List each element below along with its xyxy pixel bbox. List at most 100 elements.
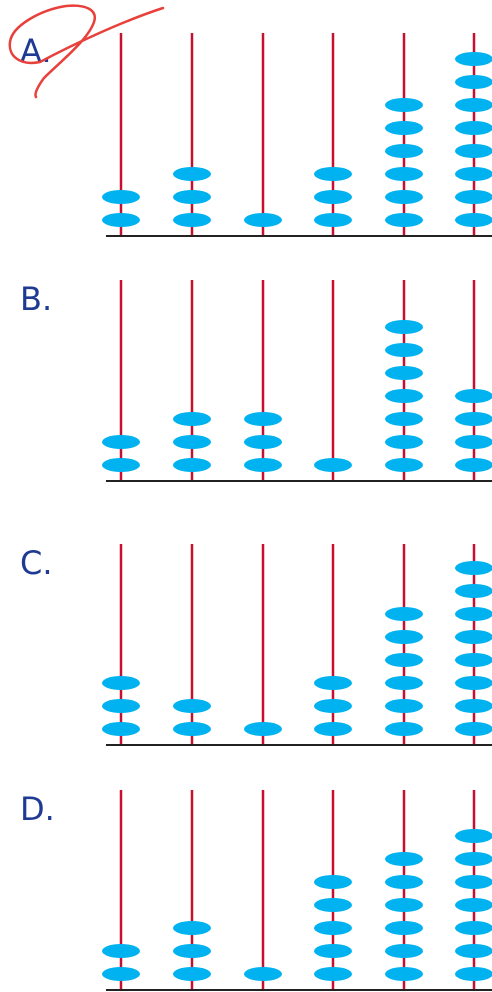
option-b-rod-5-bead <box>385 412 423 426</box>
option-c-rod-3-bead <box>244 722 282 736</box>
option-b-label: B. <box>20 280 52 318</box>
option-d-rod-2-bead <box>173 944 211 958</box>
option-b-rod-2-bead <box>173 435 211 449</box>
option-c-rod-5-bead <box>385 653 423 667</box>
option-c-rod-4-bead <box>314 676 352 690</box>
option-d-rod-5-bead <box>385 898 423 912</box>
option-c-rod-2-bead <box>173 699 211 713</box>
option-d-rod-5-bead <box>385 967 423 981</box>
option-d-rod-5-bead <box>385 944 423 958</box>
option-a-rod-6-bead <box>455 144 492 158</box>
option-d-rod-2-bead <box>173 921 211 935</box>
option-b-rod-5-bead <box>385 458 423 472</box>
annotation-layer <box>8 4 165 99</box>
option-d[interactable]: D. <box>20 790 492 991</box>
option-a-rod-6-bead <box>455 167 492 181</box>
option-a-rod-6-bead <box>455 213 492 227</box>
option-d-rod-4-bead <box>314 967 352 981</box>
option-d-rod-2-bead <box>173 967 211 981</box>
option-a-rod-6-bead <box>455 121 492 135</box>
option-a-rod-4-bead <box>314 190 352 204</box>
option-b-rod-2-bead <box>173 458 211 472</box>
option-a-abacus <box>102 33 492 237</box>
option-a-rod-6-bead <box>455 52 492 66</box>
option-a-rod-2-bead <box>173 213 211 227</box>
option-b-abacus <box>102 280 492 482</box>
option-c-rod-5-bead <box>385 699 423 713</box>
option-c-label: C. <box>20 544 53 582</box>
option-a-rod-1-bead <box>102 213 140 227</box>
option-b-rod-6-bead <box>455 412 492 426</box>
option-a-rod-6-bead <box>455 75 492 89</box>
option-d-rod-6-bead <box>455 852 492 866</box>
option-c-rod-4-bead <box>314 699 352 713</box>
option-a-rod-5-bead <box>385 144 423 158</box>
option-d-rod-6-bead <box>455 921 492 935</box>
option-c-rod-5-bead <box>385 607 423 621</box>
option-a-rod-5-bead <box>385 98 423 112</box>
option-b-rod-5-bead <box>385 389 423 403</box>
option-a-rod-4-bead <box>314 213 352 227</box>
option-a-rod-5-bead <box>385 190 423 204</box>
option-d-rod-1-bead <box>102 944 140 958</box>
option-c-rod-5-bead <box>385 676 423 690</box>
option-a-rod-5-bead <box>385 167 423 181</box>
option-d-rod-5-bead <box>385 921 423 935</box>
option-c-rod-6-bead <box>455 722 492 736</box>
option-a-rod-1-bead <box>102 190 140 204</box>
option-d-rod-4-bead <box>314 921 352 935</box>
option-b-rod-3-bead <box>244 435 282 449</box>
option-c-rod-5-bead <box>385 630 423 644</box>
option-a-rod-5-bead <box>385 121 423 135</box>
option-c-rod-6-bead <box>455 676 492 690</box>
option-d-rod-1-bead <box>102 967 140 981</box>
option-d-rod-6-bead <box>455 944 492 958</box>
option-c-rod-6-bead <box>455 653 492 667</box>
option-c-rod-6-bead <box>455 561 492 575</box>
option-c-rod-6-bead <box>455 584 492 598</box>
option-b-rod-1-bead <box>102 458 140 472</box>
option-d-rod-5-bead <box>385 875 423 889</box>
option-c-rod-5-bead <box>385 722 423 736</box>
option-d-rod-4-bead <box>314 898 352 912</box>
option-b-rod-3-bead <box>244 412 282 426</box>
option-c-rod-4-bead <box>314 722 352 736</box>
selection-circle-mark <box>8 4 165 99</box>
option-d-label: D. <box>20 790 55 828</box>
option-c-abacus <box>102 544 492 746</box>
option-c-rod-1-bead <box>102 676 140 690</box>
option-a-rod-5-bead <box>385 213 423 227</box>
option-d-rod-6-bead <box>455 898 492 912</box>
option-a[interactable]: A. <box>20 32 492 237</box>
option-b-rod-5-bead <box>385 435 423 449</box>
option-a-label: A. <box>20 32 52 70</box>
option-a-rod-2-bead <box>173 167 211 181</box>
option-a-rod-2-bead <box>173 190 211 204</box>
option-c-rod-1-bead <box>102 722 140 736</box>
option-b-rod-6-bead <box>455 458 492 472</box>
option-a-rod-4-bead <box>314 167 352 181</box>
option-b-rod-5-bead <box>385 343 423 357</box>
option-d-rod-3-bead <box>244 967 282 981</box>
option-d-rod-6-bead <box>455 829 492 843</box>
option-d-rod-4-bead <box>314 875 352 889</box>
option-c-rod-2-bead <box>173 722 211 736</box>
option-b-rod-5-bead <box>385 320 423 334</box>
option-c-rod-6-bead <box>455 607 492 621</box>
option-d-rod-6-bead <box>455 967 492 981</box>
option-b-rod-6-bead <box>455 389 492 403</box>
option-d-rod-5-bead <box>385 852 423 866</box>
option-d-abacus <box>102 790 492 991</box>
option-c[interactable]: C. <box>20 544 492 746</box>
option-c-rod-6-bead <box>455 630 492 644</box>
option-b-rod-5-bead <box>385 366 423 380</box>
option-b-rod-3-bead <box>244 458 282 472</box>
option-b-rod-2-bead <box>173 412 211 426</box>
option-b[interactable]: B. <box>20 280 492 482</box>
option-b-rod-1-bead <box>102 435 140 449</box>
option-a-rod-6-bead <box>455 190 492 204</box>
option-a-rod-3-bead <box>244 213 282 227</box>
option-d-rod-6-bead <box>455 875 492 889</box>
option-b-rod-6-bead <box>455 435 492 449</box>
